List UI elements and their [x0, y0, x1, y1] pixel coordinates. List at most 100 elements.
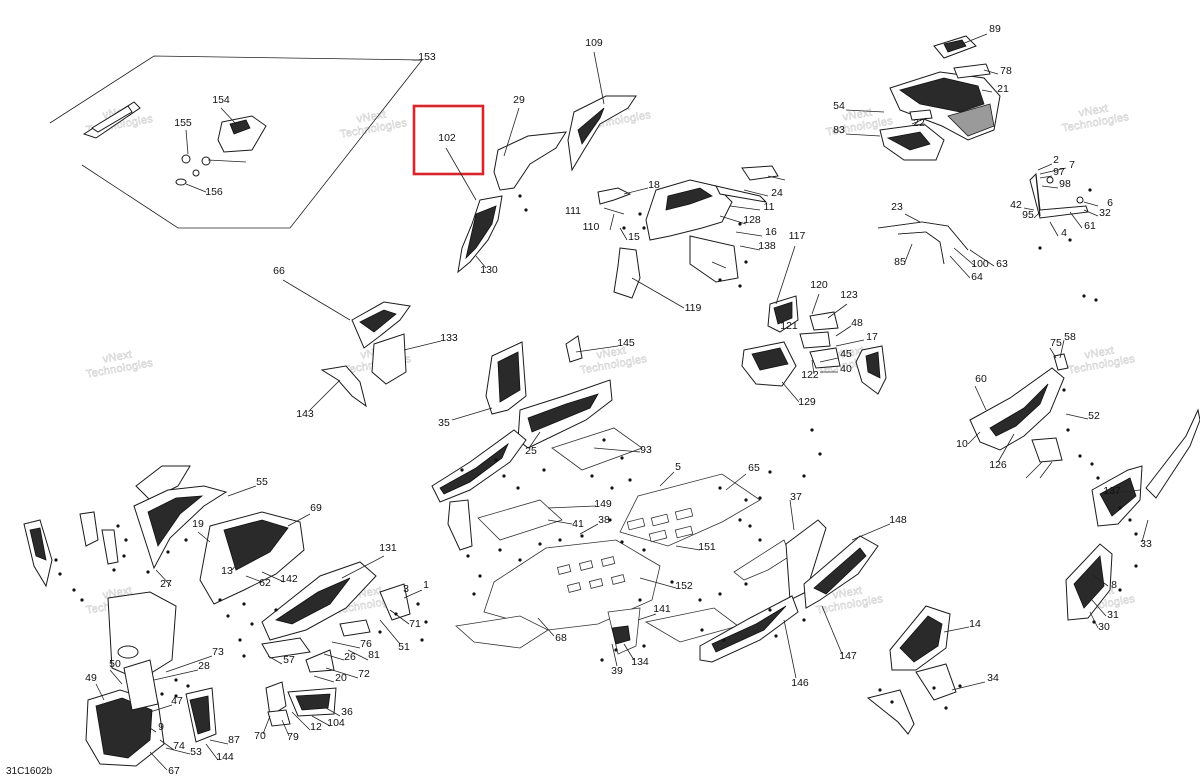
fastener-dot [416, 602, 420, 606]
callout-24: 24 [771, 187, 783, 199]
rear-fender-assembly [969, 353, 1200, 621]
leader-line [719, 215, 747, 225]
callout-19: 19 [192, 518, 204, 530]
callout-131: 131 [379, 542, 397, 554]
left-rocker-assembly [431, 429, 527, 551]
fastener-dot [478, 574, 482, 578]
callout-133: 133 [440, 332, 458, 344]
fastener-dot [758, 538, 762, 542]
fastener-dot [802, 474, 806, 478]
callout-25: 25 [525, 445, 537, 457]
callout-33: 33 [1140, 538, 1152, 550]
callout-87: 87 [228, 734, 240, 746]
leader-line [637, 613, 657, 621]
leader-line [1103, 489, 1141, 495]
fastener-dot [748, 524, 752, 528]
callout-137: 137 [1103, 485, 1121, 497]
leader-line [1091, 599, 1107, 617]
leader-line [835, 339, 865, 347]
callout-40: 40 [840, 363, 852, 375]
fastener-dot [58, 572, 62, 576]
fastener-dot [620, 456, 624, 460]
leader-line [313, 675, 335, 683]
leader-line [197, 531, 211, 543]
fastener-dot [1096, 476, 1100, 480]
fastener-dot [744, 498, 748, 502]
watermark-text: vNext [834, 345, 865, 362]
fastener-dot [718, 278, 722, 282]
fastener-dot [378, 630, 382, 634]
leader-line [309, 379, 341, 411]
leader-line [775, 245, 796, 305]
fastener-dot [542, 468, 546, 472]
floor-panels [455, 427, 791, 655]
fastener-dot [622, 226, 626, 230]
fastener-dot [538, 542, 542, 546]
fastener-dot [600, 658, 604, 662]
callout-81: 81 [368, 649, 380, 661]
callout-148: 148 [889, 514, 907, 526]
leader-line [389, 609, 410, 625]
watermark-text: vNext [1084, 345, 1115, 362]
callout-22: 22 [913, 117, 925, 129]
leader-line [1049, 221, 1059, 237]
callout-152: 152 [675, 580, 693, 592]
leader-line [811, 359, 815, 375]
leader-line [639, 577, 677, 589]
watermark-text: vNext [832, 585, 863, 602]
callout-52: 52 [1088, 410, 1100, 422]
fastener-dot [1066, 428, 1070, 432]
callout-145: 145 [617, 337, 635, 349]
fastener-dot [1078, 454, 1082, 458]
fastener-dot [1088, 188, 1092, 192]
callout-111: 111 [565, 205, 581, 217]
rear-right-parts [741, 295, 887, 395]
callout-110: 110 [583, 221, 600, 233]
fastener-dot [54, 558, 58, 562]
callout-122: 122 [801, 369, 819, 381]
leader-line [227, 485, 257, 497]
leader-line [619, 227, 628, 241]
callout-13: 13 [221, 565, 233, 577]
callout-18: 18 [648, 179, 660, 191]
leader-line [783, 619, 797, 679]
fastener-dot [502, 474, 506, 478]
callout-100: 100 [971, 258, 989, 270]
fastener-dot [116, 524, 120, 528]
leader-line [267, 655, 283, 665]
callout-21: 21 [997, 83, 1009, 95]
fastener-dot [1134, 564, 1138, 568]
callout-73: 73 [212, 646, 224, 658]
callout-72: 72 [358, 668, 370, 680]
watermark-text: vNext [1078, 103, 1109, 120]
callout-154: 154 [212, 94, 230, 106]
callout-144: 144 [216, 751, 234, 763]
callout-3: 3 [403, 583, 409, 595]
callout-75: 75 [1050, 337, 1062, 349]
right-bracket-assembly [1029, 172, 1089, 219]
fastener-dot [394, 612, 398, 616]
leader-line [593, 447, 641, 453]
leader-line [781, 381, 800, 403]
fastener-dot [1094, 298, 1098, 302]
leader-line [149, 751, 168, 771]
callout-36: 36 [341, 706, 353, 718]
callout-66: 66 [273, 265, 285, 277]
front-grille-assembly [85, 659, 337, 767]
leader-line [1033, 211, 1041, 219]
right-rocker-assembly [699, 519, 879, 663]
callout-146: 146 [791, 677, 809, 689]
callout-55: 55 [256, 476, 268, 488]
callout-153: 153 [418, 51, 436, 63]
leader-line [851, 523, 891, 541]
leader-line [827, 303, 848, 319]
leader-line [969, 249, 995, 267]
leader-line [1069, 211, 1083, 229]
highlight-box-102 [412, 104, 485, 176]
fastener-dot [614, 648, 618, 652]
cargo-box-assembly [879, 35, 1001, 161]
callout-151: 151 [698, 541, 716, 553]
fastener-dot [642, 548, 646, 552]
